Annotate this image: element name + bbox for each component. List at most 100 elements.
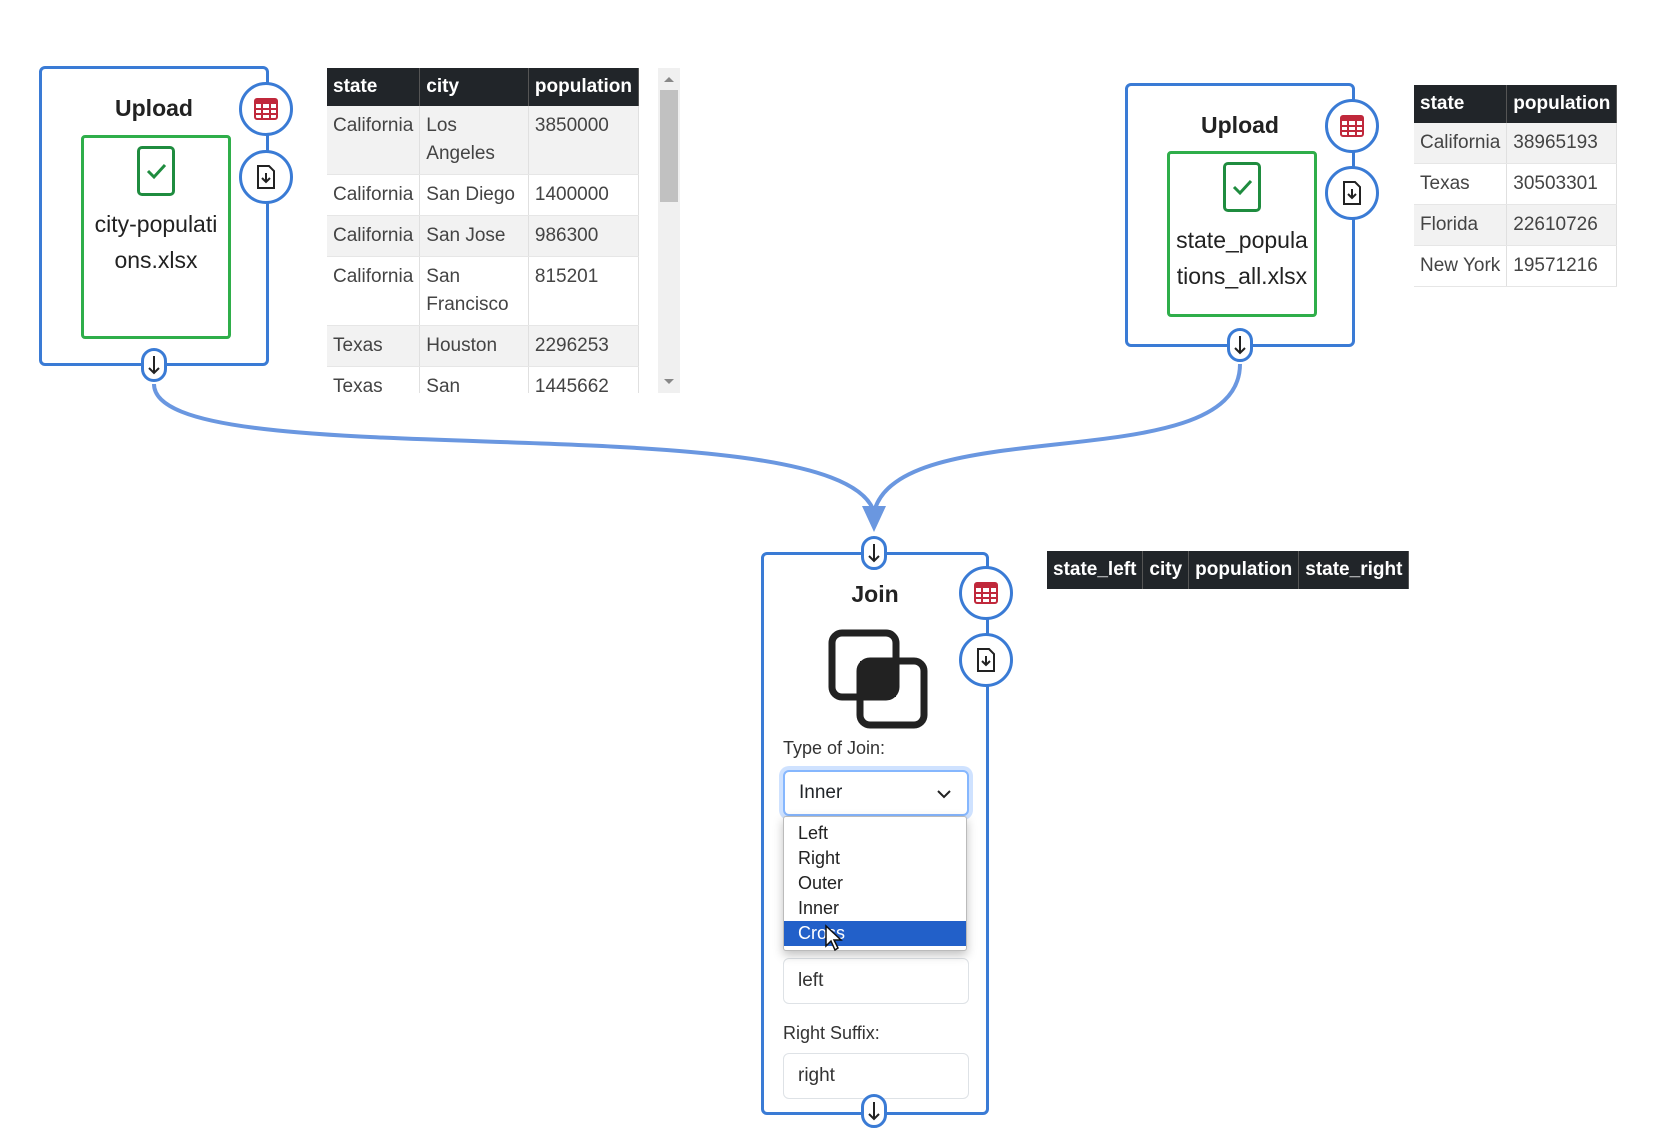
- table-row: California 38965193: [1414, 123, 1618, 164]
- view-table-button[interactable]: [1325, 99, 1379, 153]
- join-type-label: Type of Join:: [783, 738, 886, 758]
- node-title: Upload: [115, 95, 193, 121]
- scroll-down-icon: [664, 379, 674, 384]
- table-cell: California: [327, 215, 421, 257]
- join-type-value: Inner: [799, 782, 843, 803]
- scroll-up-icon: [664, 77, 674, 82]
- node-title: Join: [851, 581, 899, 607]
- uploaded-file-box[interactable]: state_populations_all.xlsx: [1167, 151, 1317, 317]
- state-table-preview[interactable]: state population California 38965193 Tex…: [1414, 85, 1618, 287]
- join-option-inner[interactable]: Inner: [798, 898, 840, 918]
- file-name: city-populations.xlsx: [94, 211, 218, 273]
- table-cell: 1445662: [528, 366, 639, 393]
- file-download-icon: [257, 165, 275, 189]
- column-header: population: [528, 68, 639, 106]
- table-row: Texas 30503301: [1414, 163, 1618, 205]
- table-grid-icon: [1340, 115, 1364, 137]
- table-cell: California: [327, 106, 421, 175]
- table-cell: 986300: [528, 215, 639, 257]
- table-cell: 30503301: [1506, 163, 1618, 205]
- arrow-down-icon: [1234, 336, 1246, 355]
- node-title: Upload: [1201, 112, 1279, 138]
- file-download-icon: [977, 648, 995, 672]
- table-scrollbar[interactable]: [658, 68, 680, 393]
- column-header: city: [419, 68, 529, 106]
- table-cell: Houston: [419, 325, 529, 367]
- table-cell: 38965193: [1506, 123, 1618, 164]
- join-squares-icon: [828, 629, 928, 729]
- file-name: state_populations_all.xlsx: [1176, 227, 1308, 289]
- wire-upload2-to-join: [872, 363, 1242, 513]
- table-cell: Texas: [327, 325, 421, 367]
- arrow-down-icon: [868, 544, 880, 563]
- table-cell: San: [419, 366, 529, 393]
- arrow-down-icon: [148, 356, 160, 375]
- output-port[interactable]: [861, 1094, 887, 1128]
- scrollbar-thumb[interactable]: [660, 90, 678, 202]
- table-row: California Los Angeles 3850000: [327, 106, 639, 175]
- table-cell: 815201: [528, 256, 639, 326]
- column-header: state_left: [1047, 551, 1144, 589]
- arrow-down-icon: [868, 1102, 880, 1121]
- column-header: population: [1506, 85, 1618, 123]
- view-table-button[interactable]: [239, 82, 293, 136]
- table-row: California San Francisco 815201: [327, 256, 639, 326]
- join-option-left[interactable]: Left: [798, 823, 829, 843]
- column-header: state: [327, 68, 421, 106]
- file-download-icon: [1343, 181, 1361, 205]
- table-cell: Texas: [327, 366, 421, 393]
- view-table-button[interactable]: [959, 566, 1013, 620]
- table-cell: 19571216: [1506, 245, 1618, 287]
- input-port[interactable]: [861, 536, 887, 570]
- column-header: state: [1414, 85, 1508, 123]
- check-icon: [1223, 162, 1261, 212]
- join-option-outer[interactable]: Outer: [798, 873, 844, 893]
- table-grid-icon: [254, 98, 278, 120]
- table-cell: Los Angeles: [419, 106, 529, 175]
- table-cell: California: [327, 174, 421, 216]
- city-table-preview[interactable]: state city population California Los Ang…: [327, 68, 639, 393]
- table-cell: Texas: [1414, 163, 1508, 205]
- upload-node-state[interactable]: Upload state_populations_all.xlsx: [1125, 83, 1355, 347]
- table-cell: San Jose: [419, 215, 529, 257]
- join-type-select[interactable]: Inner: [783, 770, 969, 816]
- table-row: California San Diego 1400000: [327, 174, 639, 216]
- table-row: Florida 22610726: [1414, 204, 1618, 246]
- left-suffix-input[interactable]: left: [783, 958, 969, 1004]
- join-option-cross[interactable]: Cross: [784, 921, 966, 946]
- table-grid-icon: [974, 582, 998, 604]
- right-suffix-input[interactable]: right: [783, 1053, 969, 1099]
- check-icon: [137, 146, 175, 196]
- output-port[interactable]: [141, 348, 167, 382]
- left-suffix-value: left: [798, 970, 824, 991]
- column-header: population: [1188, 551, 1300, 589]
- join-option-right[interactable]: Right: [798, 848, 841, 868]
- table-cell: 22610726: [1506, 204, 1618, 246]
- table-row: Texas Houston 2296253: [327, 325, 639, 367]
- wire-upload1-to-join: [152, 383, 876, 513]
- table-cell: 1400000: [528, 174, 639, 216]
- joined-table-preview[interactable]: state_left city population state_right: [1047, 551, 1410, 589]
- table-cell: San Diego: [419, 174, 529, 216]
- table-cell: Florida: [1414, 204, 1508, 246]
- mouse-cursor-icon: [825, 924, 843, 952]
- right-suffix-value: right: [798, 1065, 835, 1086]
- uploaded-file-box[interactable]: city-populations.xlsx: [81, 135, 231, 339]
- table-row: Texas San 1445662: [327, 366, 639, 393]
- table-row: California San Jose 986300: [327, 215, 639, 257]
- join-type-dropdown[interactable]: Left Right Outer Inner Cross: [783, 816, 967, 951]
- table-cell: 2296253: [528, 325, 639, 367]
- upload-node-city[interactable]: Upload city-populations.xlsx: [39, 66, 269, 366]
- download-file-button[interactable]: [1325, 166, 1379, 220]
- download-file-button[interactable]: [239, 150, 293, 204]
- column-header: city: [1142, 551, 1190, 589]
- table-cell: California: [327, 256, 421, 326]
- download-file-button[interactable]: [959, 633, 1013, 687]
- table-cell: New York: [1414, 245, 1508, 287]
- table-cell: San Francisco: [419, 256, 529, 326]
- table-cell: 3850000: [528, 106, 639, 175]
- table-cell: California: [1414, 123, 1508, 164]
- table-row: New York 19571216: [1414, 245, 1618, 287]
- chevron-down-icon: [937, 790, 951, 799]
- output-port[interactable]: [1227, 328, 1253, 362]
